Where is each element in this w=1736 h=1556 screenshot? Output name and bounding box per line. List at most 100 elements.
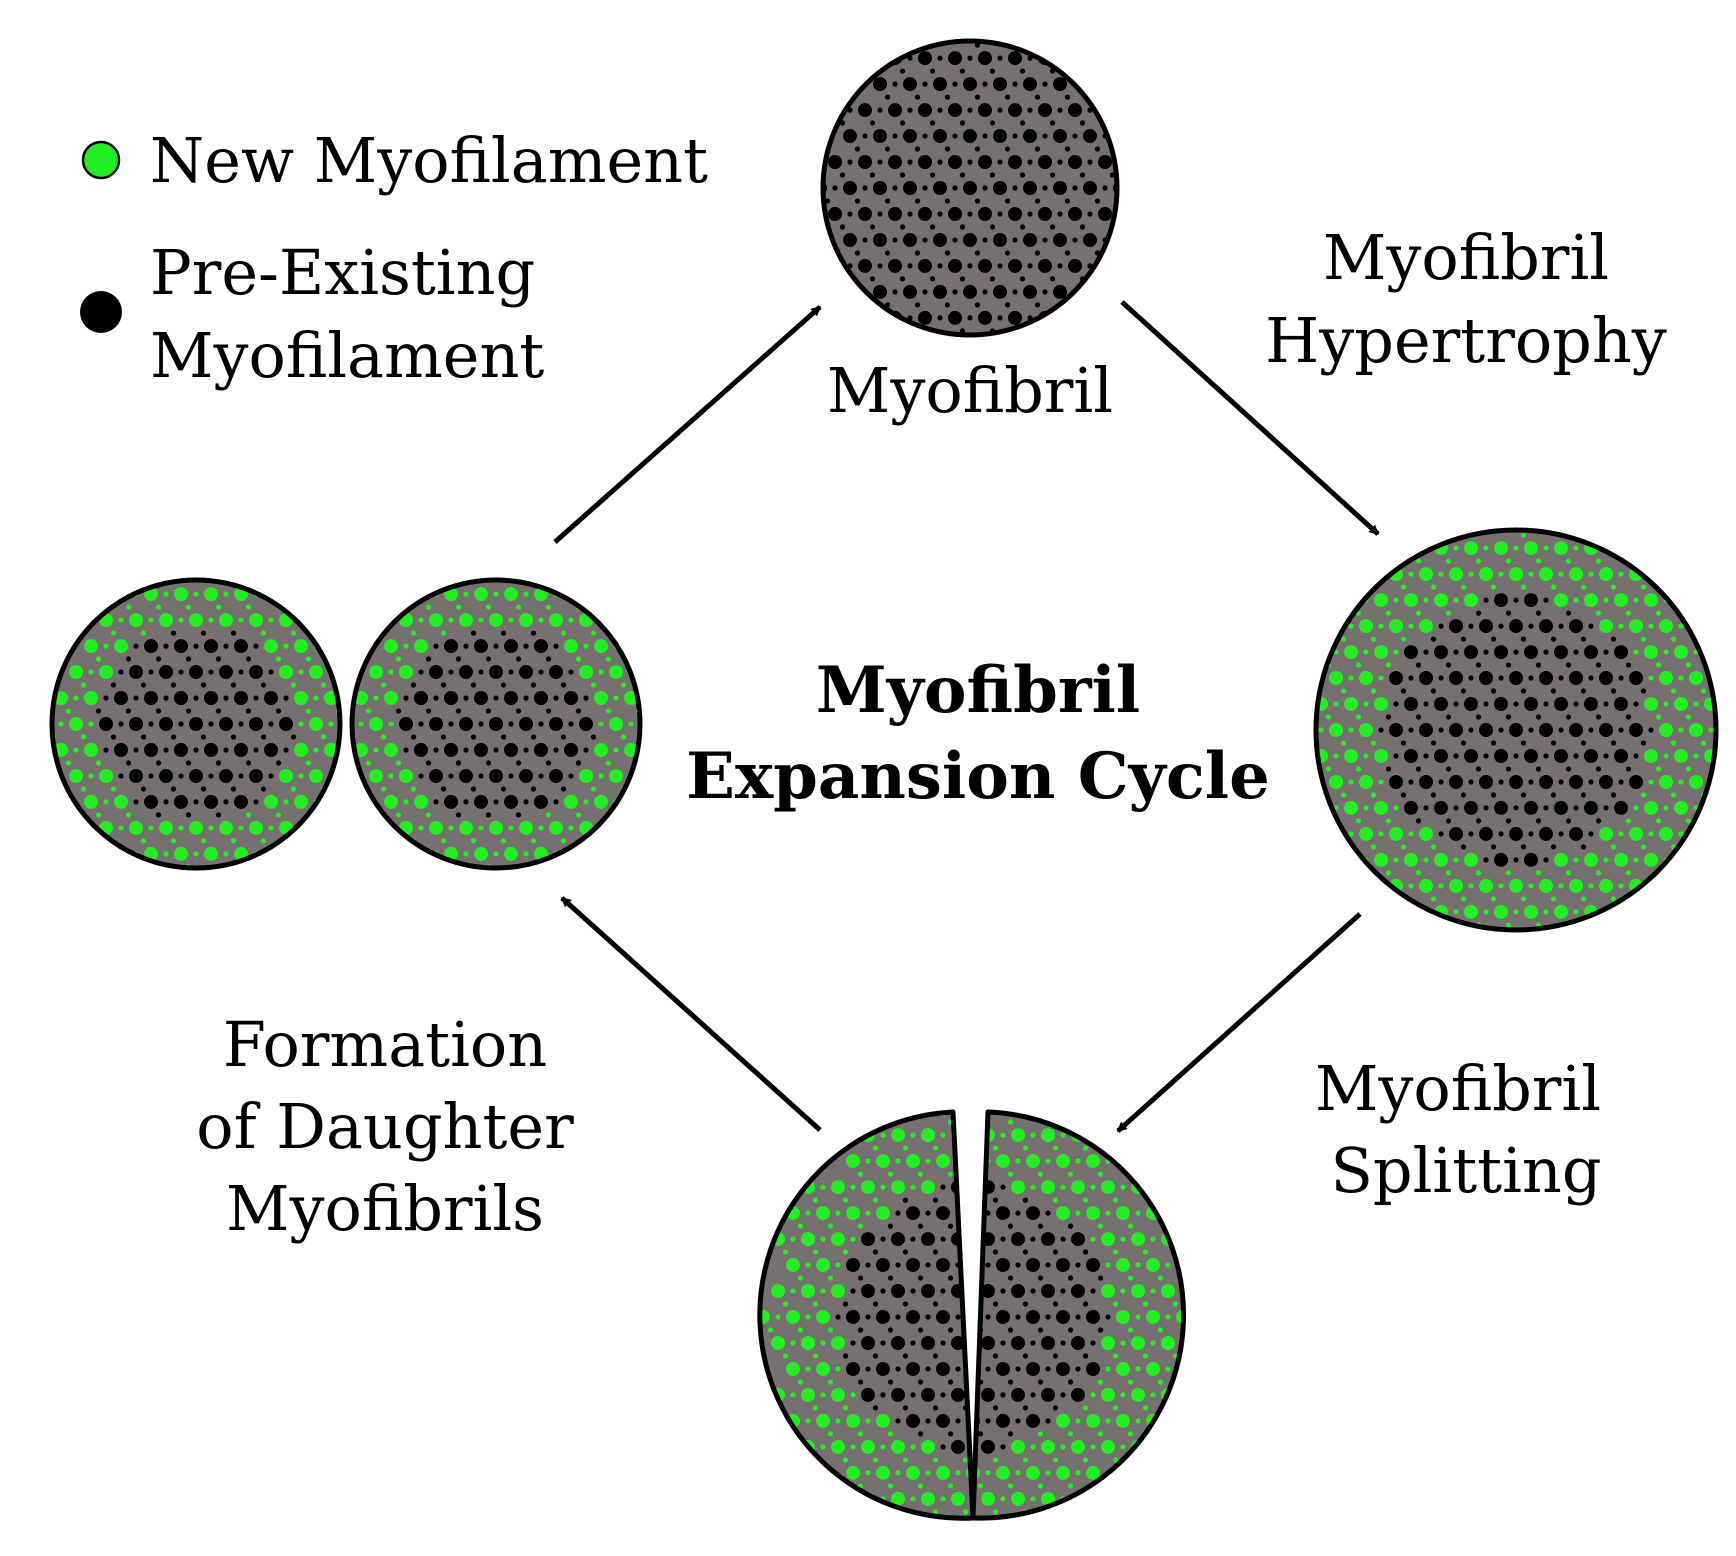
myofibril-hypertrophy-thin-filament xyxy=(1565,714,1572,720)
myofibril-top-thin-filament xyxy=(967,315,973,321)
myofibril-hypertrophy-thin-filament xyxy=(1475,662,1482,668)
daughter-myofibril-1-thin-filament xyxy=(193,643,199,649)
legend-new-label: New Myofilament xyxy=(150,124,708,197)
daughter-myofibril-1-new-filament xyxy=(294,743,308,757)
myofibril-hypertrophy-pre-existing-filament xyxy=(1539,826,1553,841)
split-half-right-thin-filament xyxy=(1142,1353,1149,1359)
split-half-right-pre-existing-filament xyxy=(973,1206,980,1221)
split-half-right-new-filament xyxy=(1101,1336,1115,1350)
myofibril-hypertrophy-pre-existing-filament xyxy=(1509,671,1523,685)
split-half-right-thin-filament xyxy=(992,1457,999,1463)
myofibril-hypertrophy-thin-filament xyxy=(1430,688,1437,694)
myofibril-hypertrophy-pre-existing-filament xyxy=(1524,593,1538,608)
daughter-myofibril-2-thin-filament xyxy=(613,695,619,701)
myofibril-hypertrophy-thin-filament xyxy=(1573,753,1579,759)
daughter-myofibril-2-thin-filament xyxy=(478,721,484,727)
myofibril-hypertrophy-new-filament xyxy=(1509,878,1523,893)
myofibril-hypertrophy-thin-filament xyxy=(1460,636,1467,642)
myofibril-hypertrophy-new-filament xyxy=(1419,567,1433,582)
split-half-right-thin-filament xyxy=(1127,1275,1134,1281)
daughter-myofibril-2-thin-filament xyxy=(365,760,372,766)
myofibril-hypertrophy-thin-filament xyxy=(1640,636,1647,642)
split-half-right-thin-filament xyxy=(1075,1262,1081,1268)
split-half-left-pre-existing-filament xyxy=(936,1310,950,1324)
split-half-left-thin-filament xyxy=(865,1470,871,1476)
myofibril-hypertrophy-thin-filament xyxy=(1685,662,1692,668)
split-half-right-thin-filament xyxy=(1060,1236,1066,1242)
split-half-left-pre-existing-filament xyxy=(906,1206,920,1221)
myofibril-hypertrophy-thin-filament xyxy=(1640,584,1647,590)
myofibril-top-thin-filament xyxy=(1034,302,1041,308)
split-half-left-thin-filament xyxy=(932,1353,939,1359)
myofibril-top-thin-filament xyxy=(884,94,891,100)
myofibril-hypertrophy-thin-filament xyxy=(1633,857,1639,863)
daughter-myofibril-1-thin-filament xyxy=(170,682,177,688)
myofibril-top-thin-filament xyxy=(967,211,973,217)
myofibril-hypertrophy-thin-filament xyxy=(1655,662,1662,668)
myofibril-hypertrophy-new-filament xyxy=(1464,593,1478,608)
daughter-myofibril-2-thin-filament xyxy=(425,812,432,818)
split-half-left-pre-existing-filament xyxy=(966,1258,973,1272)
split-half-left-thin-filament xyxy=(767,1327,774,1333)
myofibril-top-pre-existing-filament xyxy=(1023,77,1037,92)
daughter-myofibril-2-thin-filament xyxy=(478,825,484,831)
myofibril-top-thin-filament xyxy=(1072,133,1078,139)
myofibril-top-thin-filament xyxy=(1027,263,1033,269)
myofibril-hypertrophy-pre-existing-filament xyxy=(1539,619,1553,634)
split-half-left-thin-filament xyxy=(887,1275,894,1281)
myofibril-hypertrophy-thin-filament xyxy=(1550,844,1557,850)
split-half-left-pre-existing-filament xyxy=(906,1413,920,1428)
center-title-line1: Myofibril xyxy=(816,653,1140,728)
split-half-left-thin-filament xyxy=(947,1171,954,1177)
myofibril-top-pre-existing-filament xyxy=(948,103,962,118)
myofibril-hypertrophy-new-filament xyxy=(1344,593,1358,608)
split-half-left-thin-filament xyxy=(797,1327,804,1333)
myofibril-top-pre-existing-filament xyxy=(933,181,947,195)
myofibril-hypertrophy-pre-existing-filament xyxy=(1449,671,1463,685)
daughter-myofibril-1-pre-existing-filament xyxy=(249,769,263,783)
daughter-myofibril-2-pre-existing-filament xyxy=(489,769,503,783)
myofibril-hypertrophy-thin-filament xyxy=(1625,818,1632,824)
daughter-myofibril-1-thin-filament xyxy=(163,747,169,753)
split-half-right-thin-filament xyxy=(1045,1262,1051,1268)
myofibril-hypertrophy-new-filament xyxy=(1569,878,1583,893)
split-half-right-new-filament xyxy=(1041,1128,1055,1143)
split-half-right-thin-filament xyxy=(1000,1392,1006,1398)
daughter-myofibril-2-thin-filament xyxy=(605,656,612,662)
split-half-left-new-filament xyxy=(891,1180,905,1195)
arrow-to-splitting xyxy=(1116,912,1362,1133)
split-half-left-thin-filament xyxy=(820,1340,826,1346)
myofibril-top-thin-filament xyxy=(1012,237,1018,243)
myofibril-hypertrophy-pre-existing-filament xyxy=(1404,645,1418,660)
split-half-right-thin-filament xyxy=(1075,1418,1081,1424)
daughter-myofibril-1-thin-filament xyxy=(148,721,154,727)
daughter-myofibril-1-new-filament xyxy=(174,846,188,861)
myofibril-hypertrophy-new-filament xyxy=(1674,593,1688,608)
split-half-left-thin-filament xyxy=(910,1236,916,1242)
myofibril-top-pre-existing-filament xyxy=(858,155,872,169)
myofibril-hypertrophy-pre-existing-filament xyxy=(1509,826,1523,841)
split-half-right-thin-filament xyxy=(1030,1236,1036,1242)
myofibril-top-pre-existing-filament xyxy=(963,129,977,143)
myofibril-hypertrophy-thin-filament xyxy=(1408,623,1414,629)
daughter-myofibril-1-thin-filament xyxy=(163,799,169,805)
myofibril-hypertrophy-thin-filament xyxy=(1393,649,1399,655)
myofibril-hypertrophy-pre-existing-filament xyxy=(1554,645,1568,660)
daughter-myofibril-2-pre-existing-filament xyxy=(489,717,503,731)
daughter-myofibril-2-thin-filament xyxy=(545,656,552,662)
split-half-right-thin-filament xyxy=(1120,1444,1126,1450)
myofibril-top-thin-filament xyxy=(974,146,981,152)
split-half-right-thin-filament xyxy=(1000,1132,1006,1138)
myofibril-hypertrophy-thin-filament xyxy=(1490,584,1497,590)
split-half-right-thin-filament xyxy=(1157,1327,1164,1333)
myofibril-top-pre-existing-filament xyxy=(1068,258,1082,273)
split-half-left-thin-filament xyxy=(835,1418,841,1424)
split-half-right-thin-filament xyxy=(1097,1275,1104,1281)
myofibril-hypertrophy-thin-filament xyxy=(1513,649,1519,655)
daughter-myofibril-2-pre-existing-filament xyxy=(429,665,443,679)
myofibril-top-thin-filament xyxy=(1027,107,1033,113)
myofibril-top-thin-filament xyxy=(929,172,936,178)
split-half-left-new-filament xyxy=(801,1387,815,1402)
myofibril-hypertrophy-thin-filament xyxy=(1670,740,1677,746)
daughter-myofibril-2-thin-filament xyxy=(373,747,379,753)
